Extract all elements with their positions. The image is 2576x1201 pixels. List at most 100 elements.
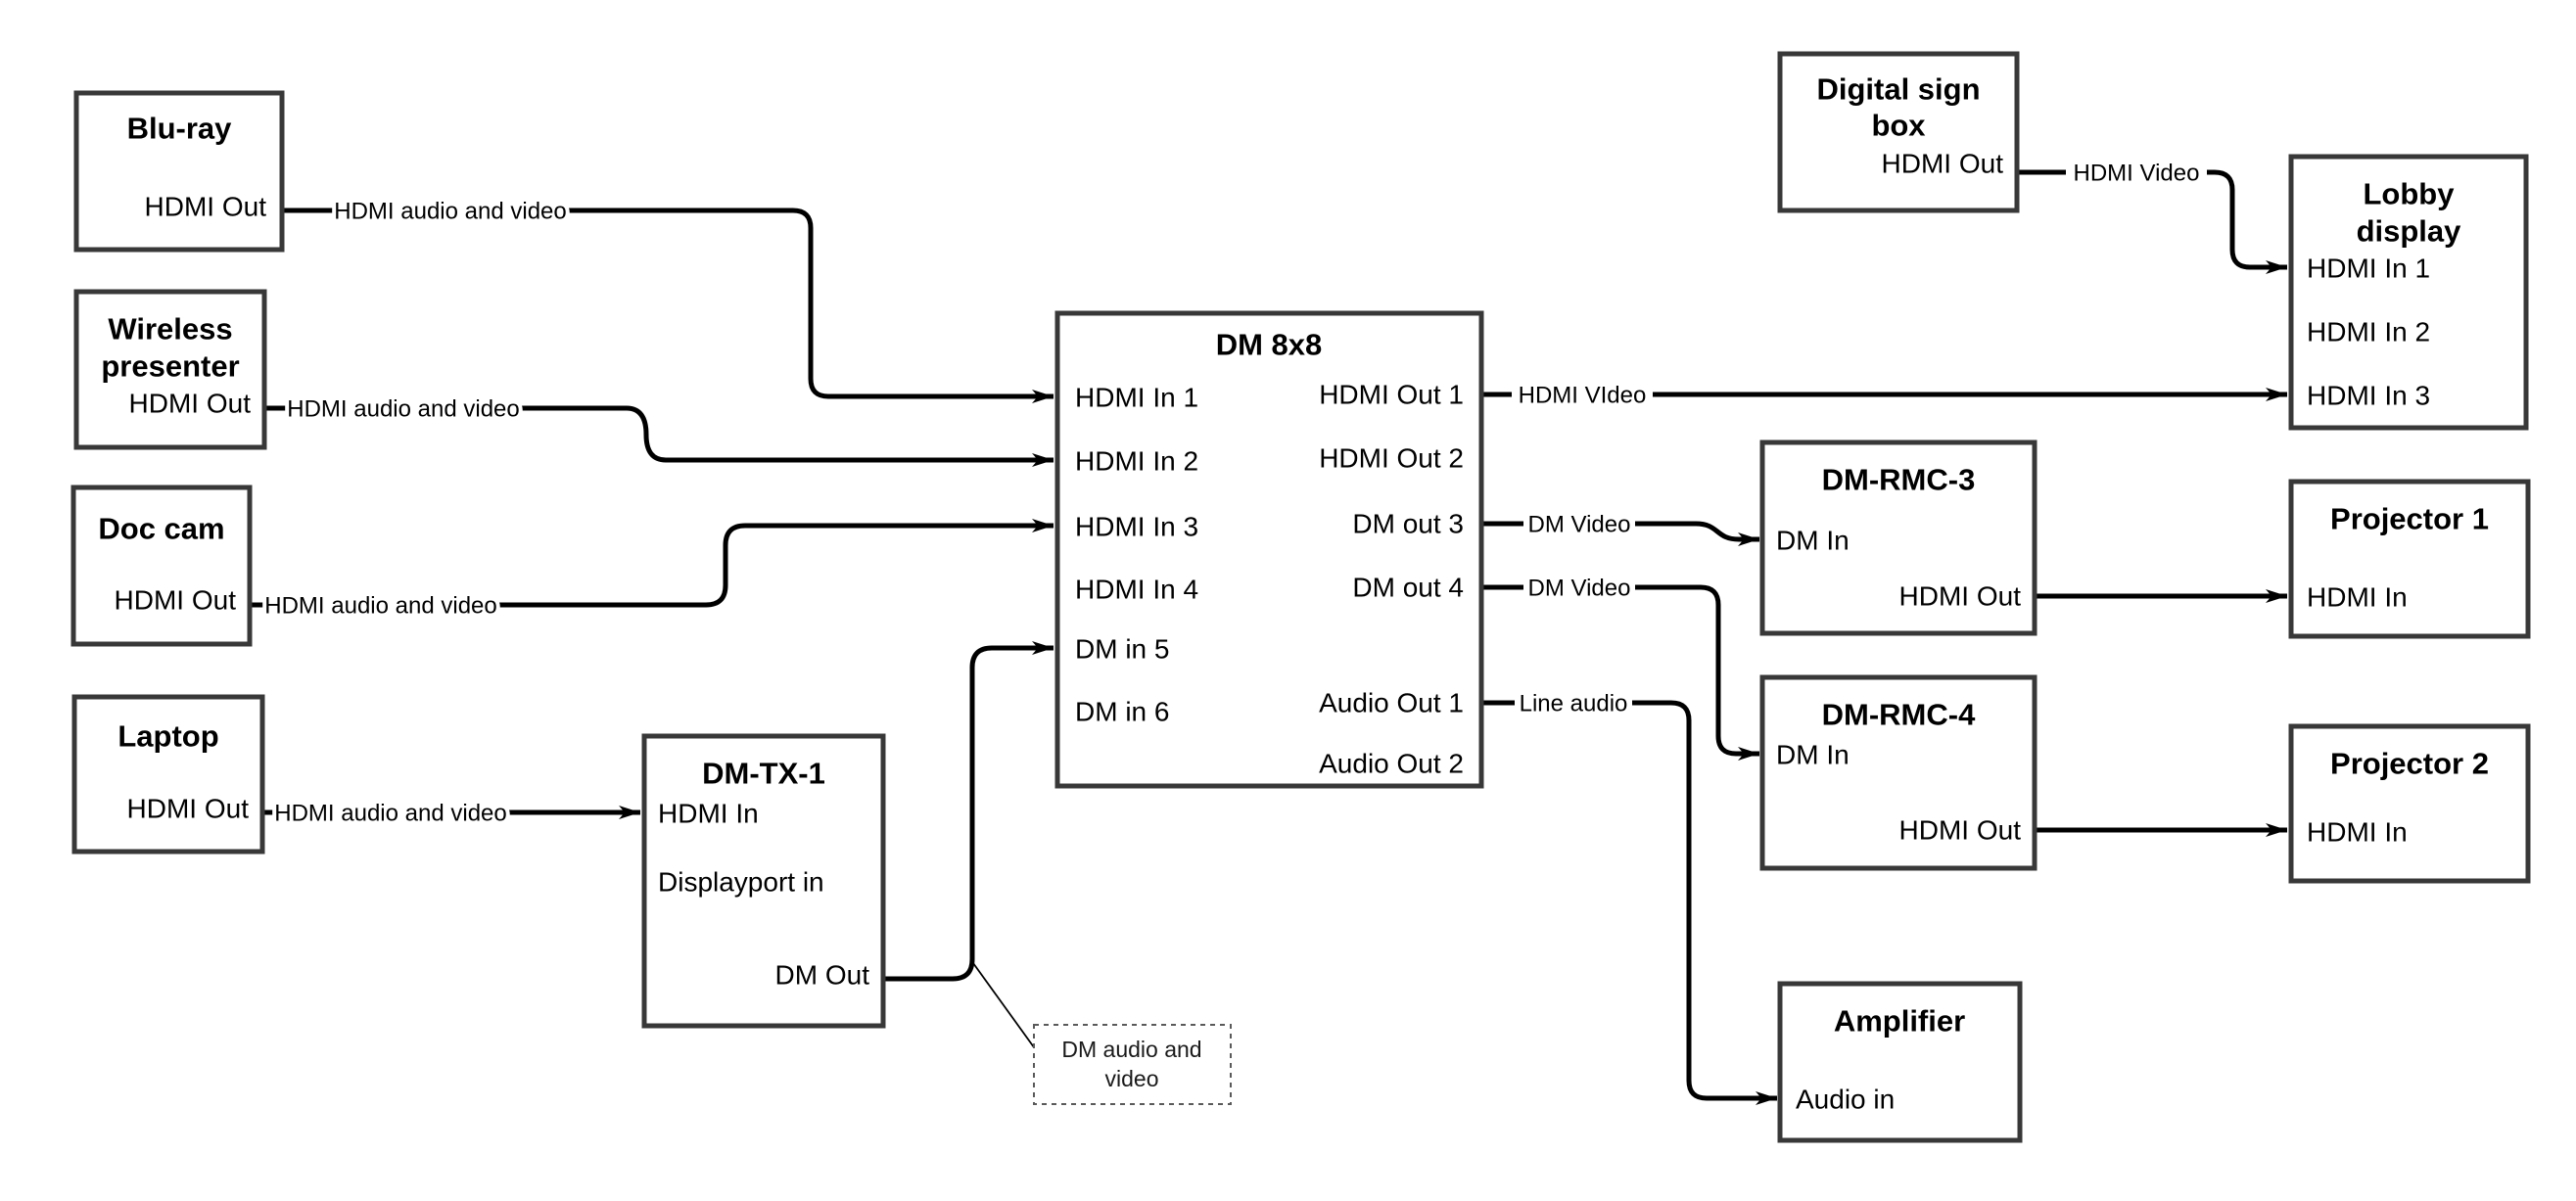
dmtx1-title: DM-TX-1 xyxy=(702,757,825,791)
laptop-title: Laptop xyxy=(117,719,218,754)
digital-sign-title-line1: Digital sign xyxy=(1816,72,1980,107)
projector2-box xyxy=(2288,723,2531,884)
dmtx1-port-displayport-in: Displayport in xyxy=(658,867,824,898)
dmtx1-box xyxy=(641,733,886,1029)
node-amplifier: Amplifier Audio in xyxy=(1777,981,2023,1143)
amplifier-title: Amplifier xyxy=(1834,1004,1965,1039)
wire-labels: HDMI audio and video HDMI audio and vide… xyxy=(260,157,2207,831)
dm8x8-port-audio-out-1: Audio Out 1 xyxy=(1319,688,1464,718)
label-mask xyxy=(290,394,517,422)
lobby-display-title-line1: Lobby xyxy=(2364,177,2456,211)
note-text-line2: video xyxy=(1105,1066,1159,1091)
note-box xyxy=(1033,1024,1232,1105)
dm8x8-port-hdmi-in-1: HDMI In 1 xyxy=(1075,383,1198,413)
digital-sign-port-hdmi-out: HDMI Out xyxy=(1882,149,2004,179)
dm8x8-port-hdmi-in-4: HDMI In 4 xyxy=(1075,575,1198,605)
wire-dm-out3-to-dmrmc3 xyxy=(1481,521,1759,546)
node-dm8x8: DM 8x8 HDMI In 1 HDMI In 2 HDMI In 3 HDM… xyxy=(1054,310,1484,789)
dm8x8-box xyxy=(1054,310,1484,789)
dmrmc3-port-hdmi-out: HDMI Out xyxy=(1899,581,2022,612)
node-projector2: Projector 2 HDMI In xyxy=(2288,723,2531,884)
node-laptop: Laptop HDMI Out xyxy=(71,694,265,855)
amplifier-port-audio-in: Audio in xyxy=(1796,1085,1895,1115)
wireless-box xyxy=(73,289,267,450)
node-dmtx1: DM-TX-1 HDMI In Displayport in DM Out xyxy=(641,733,886,1029)
bluray-box xyxy=(73,90,285,253)
wire-label-doccam: HDMI audio and video xyxy=(264,593,496,620)
wire-doccam-to-dm-in3 xyxy=(250,519,1054,608)
node-wireless-presenter: Wireless presenter HDMI Out xyxy=(73,289,267,450)
wire-label-laptop: HDMI audio and video xyxy=(274,801,506,827)
note-dm-audio-and-video: DM audio and video xyxy=(1033,1024,1232,1105)
dmrmc3-port-dm-in: DM In xyxy=(1776,526,1850,556)
wire-label-hdmi-out1: HDMI VIdeo xyxy=(1519,383,1647,409)
node-bluray: Blu-ray HDMI Out xyxy=(73,90,285,253)
wire-label-bluray: HDMI audio and video xyxy=(334,199,566,225)
lobby-port-hdmi-in-2: HDMI In 2 xyxy=(2307,317,2430,347)
wire-label-digital-sign: HDMI Video xyxy=(2074,161,2200,187)
label-mask xyxy=(1515,689,1632,716)
dmrmc3-box xyxy=(1759,439,2037,636)
dmrmc3-title: DM-RMC-3 xyxy=(1822,463,1976,497)
wire-label-wireless: HDMI audio and video xyxy=(287,396,519,423)
bluray-port-hdmi-out: HDMI Out xyxy=(145,192,267,222)
note-text-line1: DM audio and xyxy=(1061,1037,1201,1062)
doccam-port-hdmi-out: HDMI Out xyxy=(115,585,237,616)
bluray-title: Blu-ray xyxy=(127,112,233,146)
doccam-title: Doc cam xyxy=(98,512,224,546)
node-dmrmc4: DM-RMC-4 DM In HDMI Out xyxy=(1759,674,2037,871)
lobby-port-hdmi-in-3: HDMI In 3 xyxy=(2307,381,2430,411)
wire-label-dm-out3: DM Video xyxy=(1528,512,1631,538)
dmrmc4-title: DM-RMC-4 xyxy=(1822,698,1976,732)
label-mask xyxy=(1523,574,1635,601)
wireless-title-line2: presenter xyxy=(101,349,239,384)
wire-bluray-to-dm-in1 xyxy=(282,208,1054,403)
label-mask xyxy=(267,591,494,619)
amplifier-box xyxy=(1777,981,2023,1143)
wire-sign-to-lobby-in1 xyxy=(2017,169,2287,274)
projector1-title: Projector 1 xyxy=(2330,502,2489,536)
dmrmc4-port-hdmi-out: HDMI Out xyxy=(1899,815,2022,846)
dmrmc4-port-dm-in: DM In xyxy=(1776,740,1850,770)
lobby-display-box xyxy=(2288,154,2529,431)
node-dmrmc3: DM-RMC-3 DM In HDMI Out xyxy=(1759,439,2037,636)
dmtx1-port-dm-out: DM Out xyxy=(775,960,870,991)
dm8x8-port-hdmi-in-3: HDMI In 3 xyxy=(1075,512,1198,542)
wireless-port-hdmi-out: HDMI Out xyxy=(129,389,252,419)
wire-dm-out4-to-dmrmc4 xyxy=(1481,584,1759,761)
doccam-box xyxy=(70,485,253,647)
node-projector1: Projector 1 HDMI In xyxy=(2288,479,2531,639)
node-doccam: Doc cam HDMI Out xyxy=(70,485,253,647)
wire-audio-out1-to-amplifier xyxy=(1481,700,1777,1105)
dm8x8-port-hdmi-in-2: HDMI In 2 xyxy=(1075,446,1198,477)
dmrmc4-box xyxy=(1759,674,2037,871)
lobby-port-hdmi-in-1: HDMI In 1 xyxy=(2307,254,2430,284)
label-mask xyxy=(1523,510,1635,537)
projector2-title: Projector 2 xyxy=(2330,747,2489,781)
wire-dmtx1-to-dm-in5 xyxy=(883,641,1054,982)
digital-sign-title-line2: box xyxy=(1871,109,1926,143)
dm8x8-port-dm-in-6: DM in 6 xyxy=(1075,697,1169,727)
dm8x8-port-dm-out-4: DM out 4 xyxy=(1352,573,1464,603)
dmtx1-port-hdmi-in: HDMI In xyxy=(658,799,759,829)
wireless-title-line1: Wireless xyxy=(108,312,232,346)
dm8x8-title: DM 8x8 xyxy=(1216,328,1323,362)
laptop-box xyxy=(71,694,265,855)
lobby-display-title-line2: display xyxy=(2357,214,2462,249)
node-digital-sign-box: Digital sign box HDMI Out xyxy=(1777,51,2020,213)
dm8x8-port-audio-out-2: Audio Out 2 xyxy=(1319,749,1464,779)
laptop-port-hdmi-out: HDMI Out xyxy=(127,794,250,824)
wire-label-audio-out1: Line audio xyxy=(1520,691,1628,717)
dm8x8-port-hdmi-out-1: HDMI Out 1 xyxy=(1319,380,1464,410)
node-lobby-display: Lobby display HDMI In 1 HDMI In 2 HDMI I… xyxy=(2288,154,2529,431)
note-leader-line xyxy=(972,962,1035,1048)
projector1-port-hdmi-in: HDMI In xyxy=(2307,582,2408,613)
label-mask xyxy=(277,799,504,826)
wire-wireless-to-dm-in2 xyxy=(264,405,1054,467)
label-mask xyxy=(2066,159,2207,186)
dm8x8-port-dm-out-3: DM out 3 xyxy=(1352,509,1464,539)
digital-sign-box xyxy=(1777,51,2020,213)
wire-label-dm-out4: DM Video xyxy=(1528,576,1631,602)
